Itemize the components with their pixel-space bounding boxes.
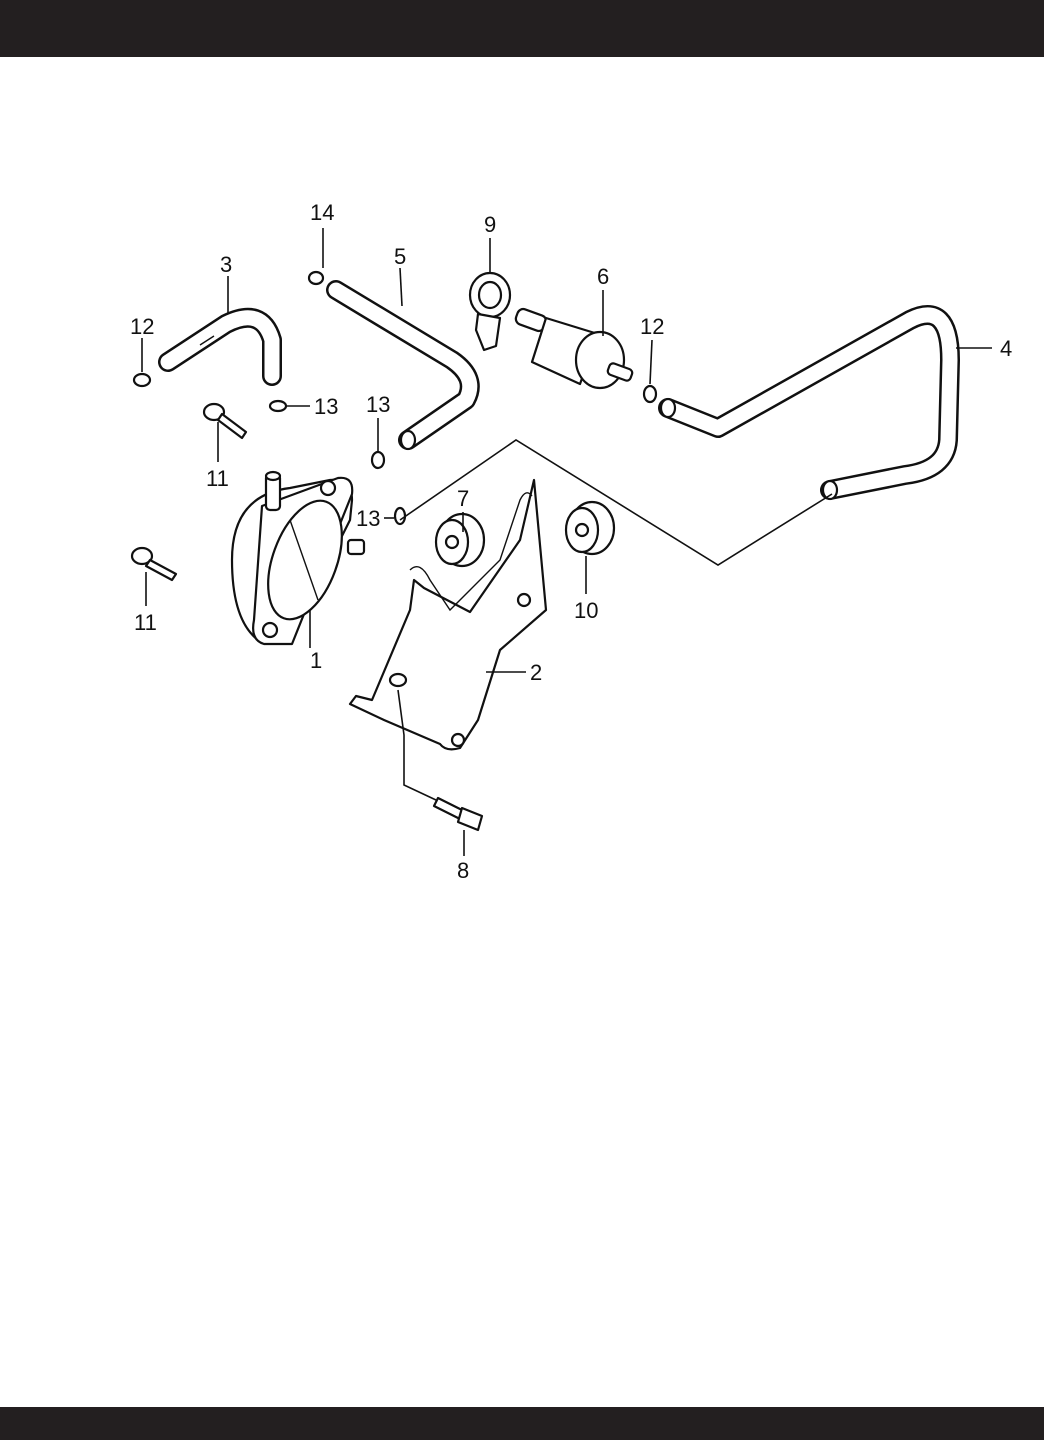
callout-9: 9: [484, 212, 496, 237]
part-10-grommet: [566, 502, 614, 554]
part-13-clip-c: [395, 508, 405, 524]
callout-13-b: 13: [366, 392, 390, 417]
callout-5: 5: [394, 244, 406, 269]
part-14-clip: [309, 272, 323, 284]
part-9-clip: [470, 273, 510, 350]
callout-7: 7: [457, 486, 469, 511]
callout-4: 4: [1000, 336, 1012, 361]
callout-10: 10: [574, 598, 598, 623]
part-12-clip-left: [134, 374, 150, 386]
callout-12-right: 12: [640, 314, 664, 339]
part-3-elbow-hose: [168, 318, 272, 376]
callout-13-a: 13: [314, 394, 338, 419]
part-1-fuel-pump: [232, 472, 364, 644]
callout-3: 3: [220, 252, 232, 277]
part-8-bolt: [434, 798, 482, 830]
part-11-bolt-lower: [132, 548, 176, 580]
part-6-fuel-filter: [514, 307, 633, 388]
part-7-grommet: [436, 514, 484, 566]
callout-11-upper: 11: [206, 466, 229, 491]
callout-13-c: 13: [356, 506, 380, 531]
callout-2: 2: [530, 660, 542, 685]
callout-1: 1: [310, 648, 322, 673]
callout-14: 14: [310, 200, 334, 225]
part-5-hose: [336, 290, 470, 449]
part-4-fuel-hose: [661, 315, 950, 499]
callout-6: 6: [597, 264, 609, 289]
part-13-clip-a: [270, 401, 286, 411]
callout-8: 8: [457, 858, 469, 883]
callout-11-lower: 11: [134, 610, 157, 635]
part-12-clip-right: [644, 386, 656, 402]
part-11-bolt-upper: [204, 404, 246, 438]
part-13-clip-b: [372, 452, 384, 468]
callout-12-left: 12: [130, 314, 154, 339]
